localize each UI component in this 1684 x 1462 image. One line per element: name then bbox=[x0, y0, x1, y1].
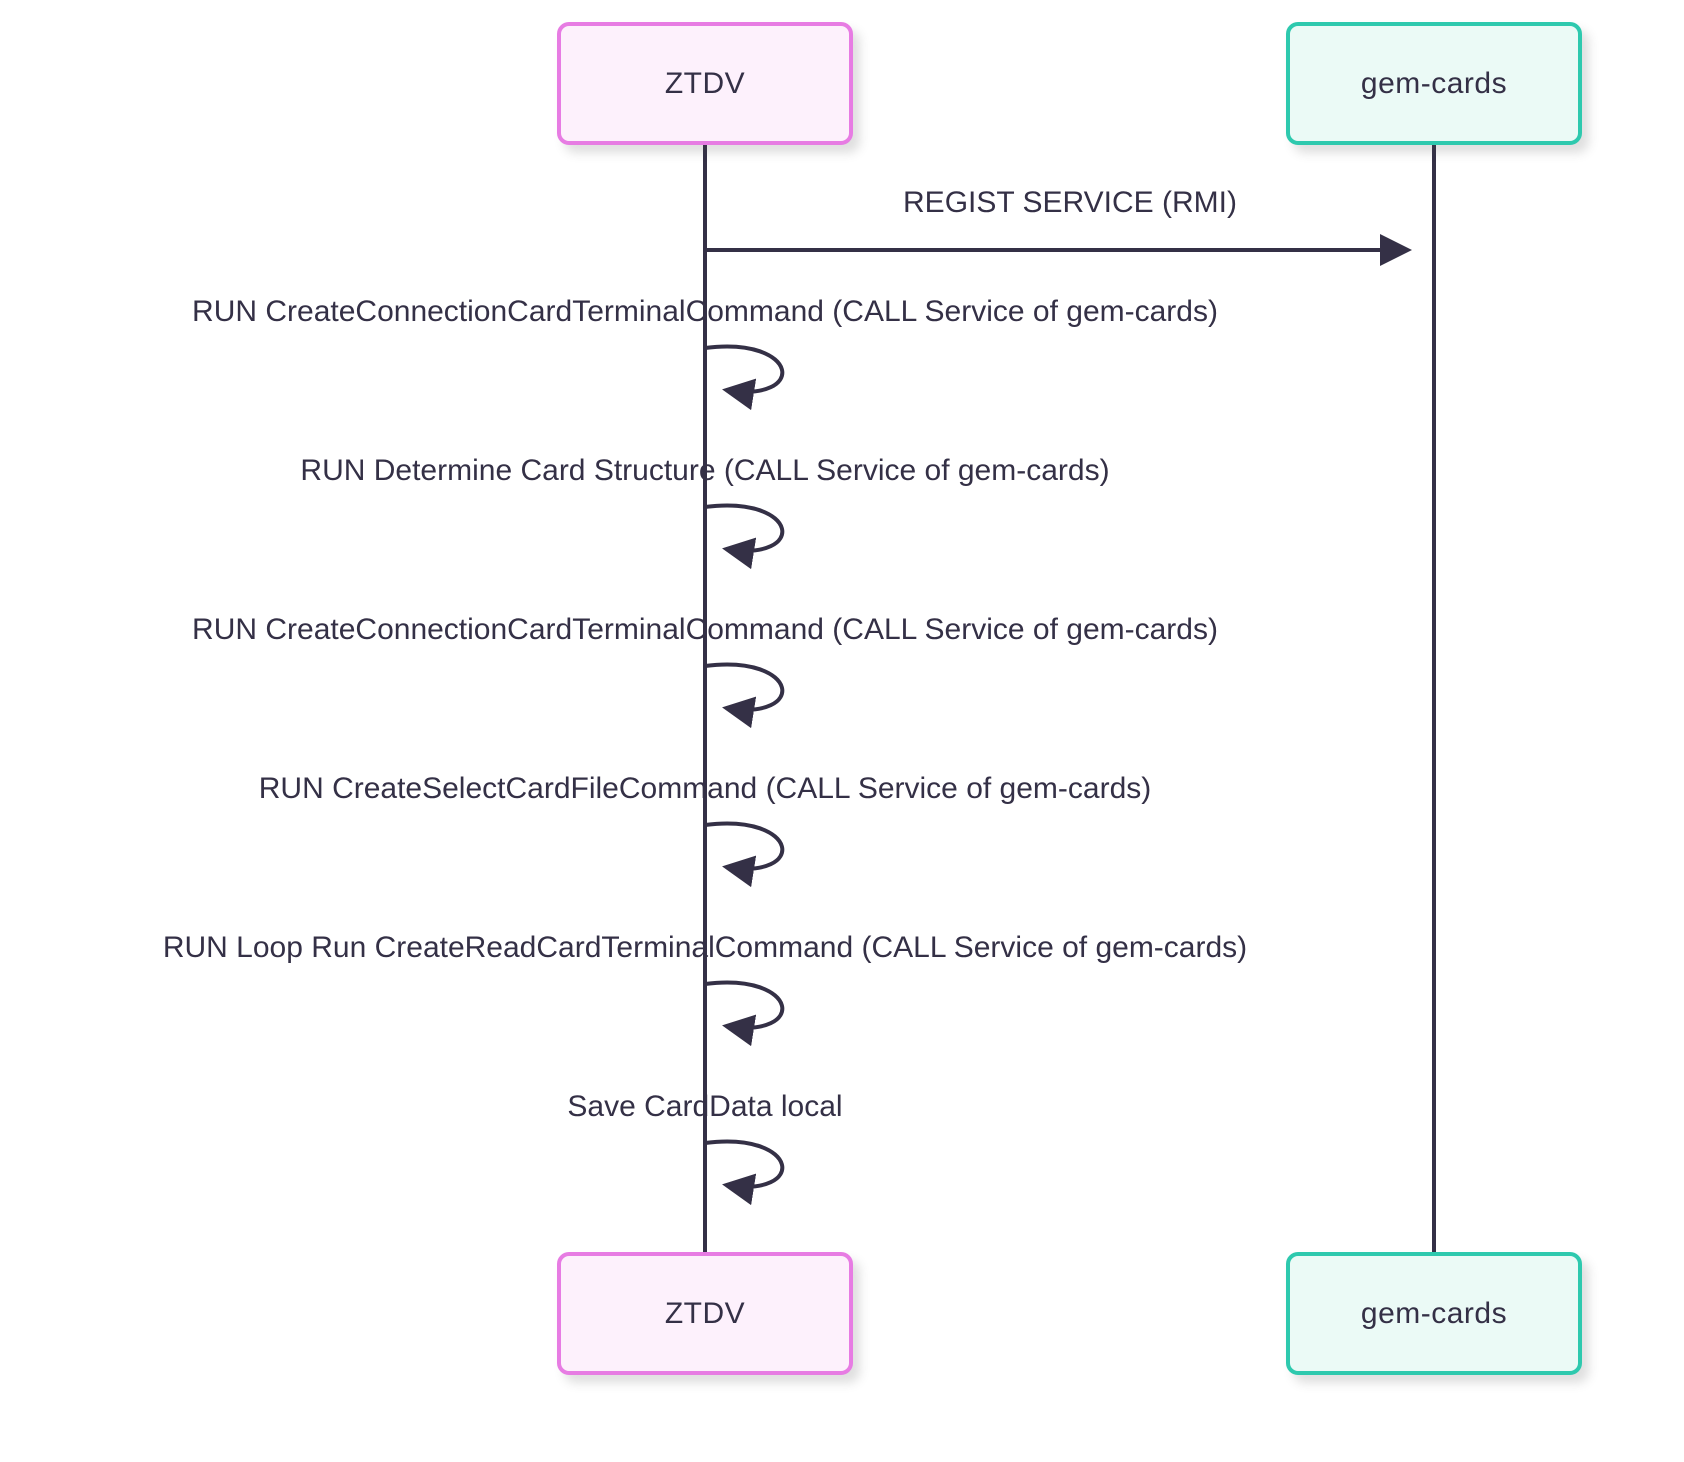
actor-ztdv-top: ZTDV bbox=[557, 22, 853, 145]
actor-gem-cards-bottom: gem-cards bbox=[1286, 1252, 1582, 1375]
self-loop-arrow-6 bbox=[704, 1139, 785, 1206]
actor-ztdv-bottom: ZTDV bbox=[557, 1252, 853, 1375]
message-label-self-5: RUN Loop Run CreateReadCardTerminalComma… bbox=[162, 931, 1248, 964]
self-loop-arrow-4 bbox=[704, 821, 785, 888]
message-label-self-2: RUN Determine Card Structure (CALL Servi… bbox=[300, 454, 1110, 487]
self-loop-arrow-5 bbox=[704, 980, 785, 1047]
actor-gem-cards-top-label: gem-cards bbox=[1360, 66, 1508, 100]
message-label-self-4: RUN CreateSelectCardFileCommand (CALL Se… bbox=[258, 772, 1152, 805]
message-label-self-6: Save CardData local bbox=[567, 1090, 843, 1123]
message-label-self-1: RUN CreateConnectionCardTerminalCommand … bbox=[192, 295, 1218, 328]
actor-ztdv-bottom-label: ZTDV bbox=[664, 1296, 746, 1330]
message-label-regist-service: REGIST SERVICE (RMI) bbox=[903, 186, 1237, 219]
actor-gem-cards-bottom-label: gem-cards bbox=[1360, 1296, 1508, 1330]
actor-ztdv-top-label: ZTDV bbox=[664, 66, 746, 100]
message-label-self-3: RUN CreateConnectionCardTerminalCommand … bbox=[192, 613, 1218, 646]
self-loop-arrow-3 bbox=[704, 662, 785, 729]
self-loop-arrow-1 bbox=[704, 344, 785, 411]
actor-gem-cards-top: gem-cards bbox=[1286, 22, 1582, 145]
self-loop-arrow-2 bbox=[704, 503, 785, 570]
